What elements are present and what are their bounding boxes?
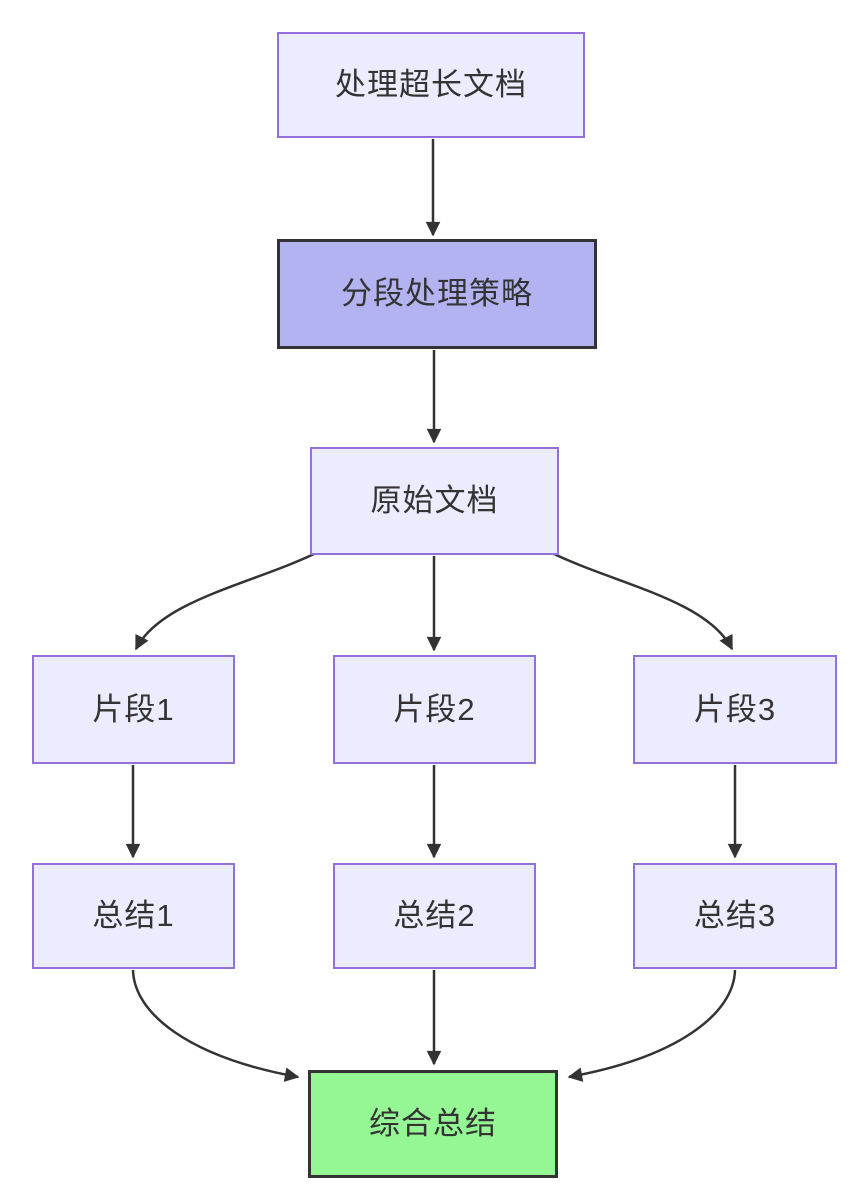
node-original-document: 原始文档 <box>310 447 559 555</box>
node-label: 综合总结 <box>369 1106 497 1142</box>
node-summary-1: 总结1 <box>32 863 235 969</box>
edge-C-D1 <box>134 551 317 651</box>
node-label: 总结3 <box>693 898 777 934</box>
node-summary-2: 总结2 <box>333 863 536 969</box>
node-label: 片段1 <box>92 691 175 727</box>
node-label: 分段处理策略 <box>341 276 533 312</box>
edge-C-D3 <box>551 551 734 651</box>
node-label: 片段2 <box>393 691 476 727</box>
edge-E3-F <box>567 969 737 1082</box>
node-label: 总结1 <box>92 898 175 934</box>
node-fragment-2: 片段2 <box>333 655 536 764</box>
node-fragment-3: 片段3 <box>633 655 837 764</box>
node-label: 原始文档 <box>370 483 499 519</box>
node-process-long-document: 处理超长文档 <box>277 32 585 138</box>
node-label: 处理超长文档 <box>335 67 527 103</box>
node-label: 总结2 <box>393 898 476 934</box>
node-summary-3: 总结3 <box>633 863 837 969</box>
node-final-summary: 综合总结 <box>308 1070 558 1178</box>
node-segmentation-strategy: 分段处理策略 <box>277 239 597 349</box>
edge-E1-F <box>131 969 300 1082</box>
node-label: 片段3 <box>693 691 777 727</box>
node-fragment-1: 片段1 <box>32 655 235 764</box>
